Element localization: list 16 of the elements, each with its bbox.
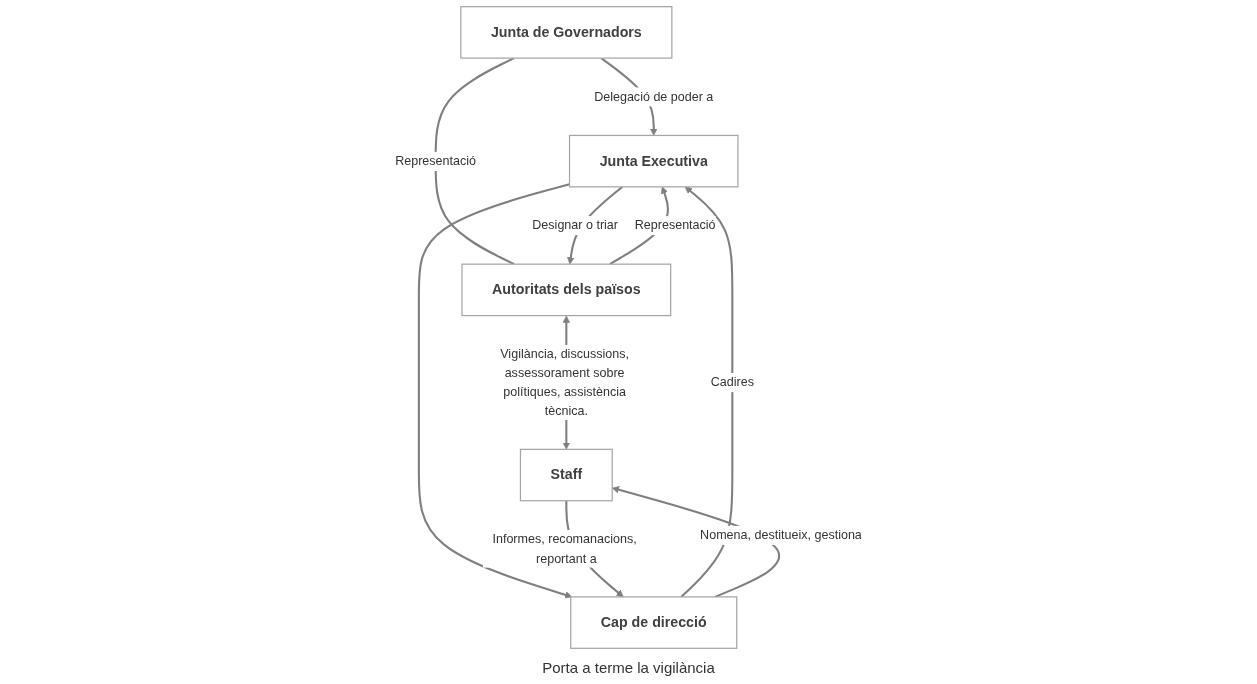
note-text: Porta a terme la vigilància	[542, 659, 715, 676]
node-box: Cap de direcció	[570, 596, 738, 649]
edge-label: Representació	[634, 217, 716, 232]
edge-label: Vigilància, discussions, assessorament sobre polítiques, assistència tècnica.	[500, 346, 629, 418]
edge-label: Cadires	[710, 374, 754, 389]
edge-label: Representació	[395, 153, 477, 168]
edge-label: Informes, recomanacions, reportant a	[492, 531, 637, 565]
edge-label: Nomena, destitueix, gestiona	[700, 527, 862, 542]
arrow	[680, 186, 734, 598]
connector	[434, 57, 515, 266]
node-box: Junta Executiva	[568, 134, 739, 188]
node-box: Staff	[519, 448, 613, 502]
edge-label: Designar o triar	[532, 217, 619, 232]
node-box: Autoritats dels països	[461, 263, 672, 317]
node-box: Junta de Governadors	[460, 6, 673, 59]
edge-label: Delegació de poder a	[594, 89, 714, 104]
